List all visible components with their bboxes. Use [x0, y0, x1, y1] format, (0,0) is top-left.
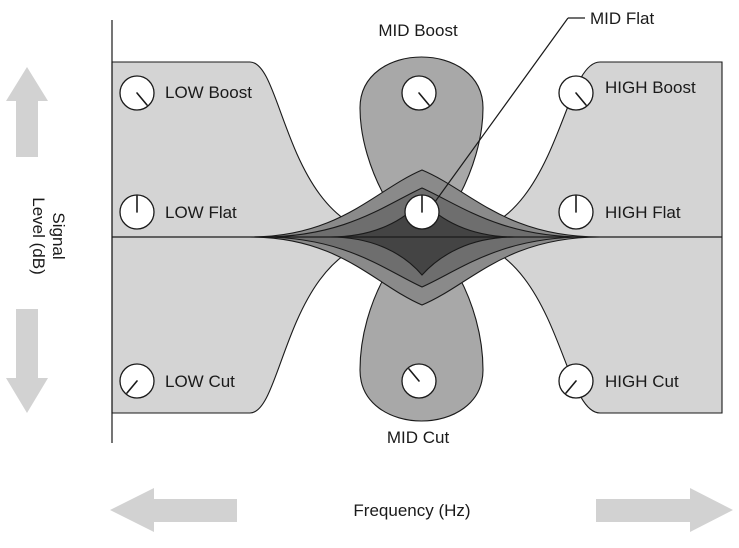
low-flat-label: LOW Flat — [165, 203, 237, 222]
mid-flat-label: MID Flat — [590, 9, 655, 28]
y-axis-label-line1: Signal — [49, 212, 68, 259]
high-boost-knob — [558, 75, 594, 111]
mid-flat-leader-line — [431, 17, 569, 207]
low-boost-knob — [119, 75, 155, 111]
mid-flat-knob — [404, 194, 440, 230]
high-cut-knob — [558, 363, 594, 399]
low-flat-knob — [119, 194, 155, 230]
mid-cut-knob — [401, 363, 437, 399]
high-flat-knob — [558, 194, 594, 230]
x-axis-label: Frequency (Hz) — [353, 501, 470, 520]
frequency-left-arrow — [110, 488, 237, 532]
frequency-right-arrow — [596, 488, 733, 532]
level-down-arrow — [6, 309, 48, 413]
mid-boost-knob — [401, 75, 437, 111]
high-flat-label: HIGH Flat — [605, 203, 681, 222]
y-axis-label-line2: Level (dB) — [29, 197, 48, 274]
low-cut-knob — [119, 363, 155, 399]
level-up-arrow — [6, 67, 48, 157]
mid-cut-label: MID Cut — [387, 428, 450, 447]
low-cut-label: LOW Cut — [165, 372, 235, 391]
mid-boost-label: MID Boost — [378, 21, 458, 40]
high-boost-label: HIGH Boost — [605, 78, 696, 97]
high-cut-label: HIGH Cut — [605, 372, 679, 391]
low-boost-label: LOW Boost — [165, 83, 252, 102]
